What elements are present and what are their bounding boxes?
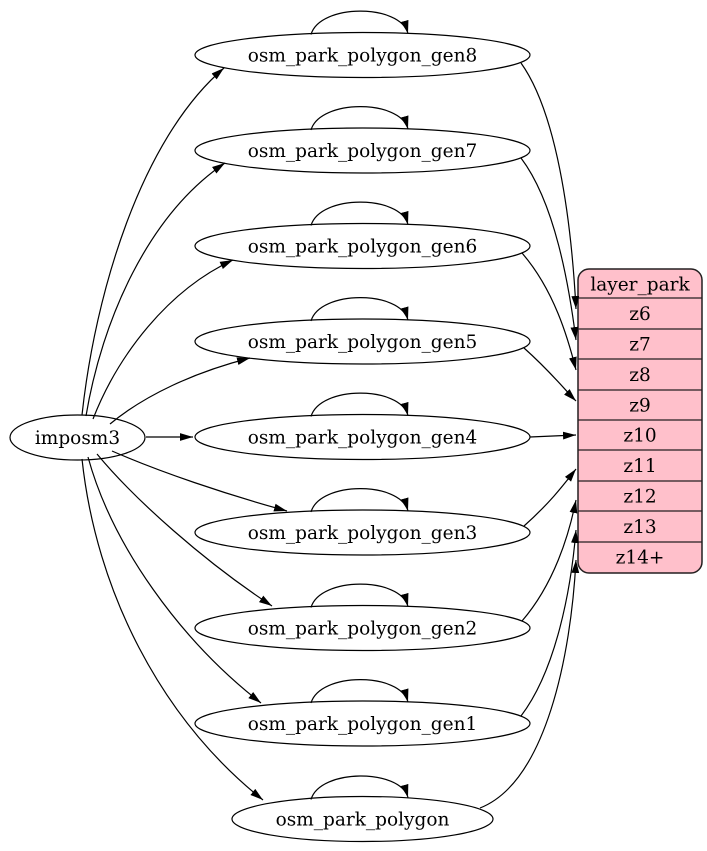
gen4-label: osm_park_polygon_gen4 [248,428,478,449]
edges-imposm3 [81,67,288,801]
layer-row-z13: z13 [623,517,656,538]
edge-imposm3-to-gen5 [109,357,251,425]
gen3-label: osm_park_polygon_gen3 [248,523,478,544]
layer-table-dividers [578,297,702,543]
self-loop-gen5 [310,297,409,322]
edge-gen3-to-z11 [523,468,577,527]
edges-to-layer [479,62,580,809]
polygon-label: osm_park_polygon [276,810,450,831]
node-osm-park-polygon: osm_park_polygon [231,795,494,843]
nodes: imposm3 osm_park_polygon_gen8 osm_park_p… [9,31,531,843]
edge-imposm3-to-gen3 [111,450,288,512]
edge-imposm3-to-gen1 [87,456,262,704]
self-loop-gen4 [310,392,409,417]
gen6-label: osm_park_polygon_gen6 [248,237,478,258]
gen1-ellipse [194,700,531,747]
gen2-label: osm_park_polygon_gen2 [248,619,478,640]
node-osm-park-polygon-gen3: osm_park_polygon_gen3 [194,509,531,556]
layer-row-z7: z7 [629,335,651,356]
self-loop-gen2 [310,583,409,608]
node-osm-park-polygon-gen1: osm_park_polygon_gen1 [194,700,531,747]
gen2-ellipse [194,604,531,652]
layer-park-body [577,268,703,574]
self-loop-gen7 [310,106,409,131]
node-osm-park-polygon-gen2: osm_park_polygon_gen2 [194,604,531,652]
layer-row-z6: z6 [629,304,651,325]
node-osm-park-polygon-gen4: osm_park_polygon_gen4 [194,413,531,461]
layer-row-z10: z10 [623,426,656,447]
edges-self-loops [310,10,409,800]
layer-row-z8: z8 [629,365,651,386]
gen6-ellipse [194,222,531,270]
gen7-label: osm_park_polygon_gen7 [248,141,478,162]
node-osm-park-polygon-gen6: osm_park_polygon_gen6 [194,222,531,270]
imposm3-ellipse [9,414,146,461]
edge-gen7-to-z7 [520,157,579,341]
gen8-ellipse [194,31,531,79]
self-loop-gen3 [310,488,409,513]
edge-gen4-to-z10 [529,431,577,440]
gen3-ellipse [194,509,531,556]
layer-row-z14plus: z14+ [616,548,665,569]
self-loop-gen1 [310,679,409,704]
gen8-label: osm_park_polygon_gen8 [248,46,478,67]
layer-row-z11: z11 [623,456,656,477]
polygon-ellipse [231,795,494,843]
layer-park-table: layer_park z6 z7 z8 z9 z10 z11 z12 z13 z… [577,268,703,574]
gen7-ellipse [194,127,531,174]
node-osm-park-polygon-gen7: osm_park_polygon_gen7 [194,127,531,174]
imposm3-label: imposm3 [35,428,120,449]
self-loop-gen8 [310,10,409,35]
node-osm-park-polygon-gen5: osm_park_polygon_gen5 [194,318,531,365]
edge-gen1-to-z13 [520,529,579,717]
layer-park-title: layer_park [590,275,690,296]
edge-imposm3-to-gen2 [96,453,273,607]
gen1-label: osm_park_polygon_gen1 [248,714,478,735]
self-loop-gen6 [310,201,409,226]
edge-imposm3-to-gen7 [85,162,226,417]
edge-gen5-to-z9 [523,347,577,402]
gen5-ellipse [194,318,531,365]
edge-imposm3-to-gen6 [92,259,234,420]
gen5-label: osm_park_polygon_gen5 [248,332,478,353]
edge-polygon-to-z14plus [479,559,580,809]
edge-imposm3-to-gen8 [81,67,225,416]
self-loop-polygon [310,775,409,800]
edge-imposm3-to-polygon [81,458,264,801]
layer-row-z12: z12 [623,487,656,508]
edge-gen6-to-z8 [521,252,577,371]
node-osm-park-polygon-gen8: osm_park_polygon_gen8 [194,31,531,79]
edge-gen8-to-z6 [520,62,580,310]
layer-row-z9: z9 [629,396,651,417]
node-imposm3: imposm3 [9,414,146,461]
edge-gen2-to-z12 [521,499,578,622]
